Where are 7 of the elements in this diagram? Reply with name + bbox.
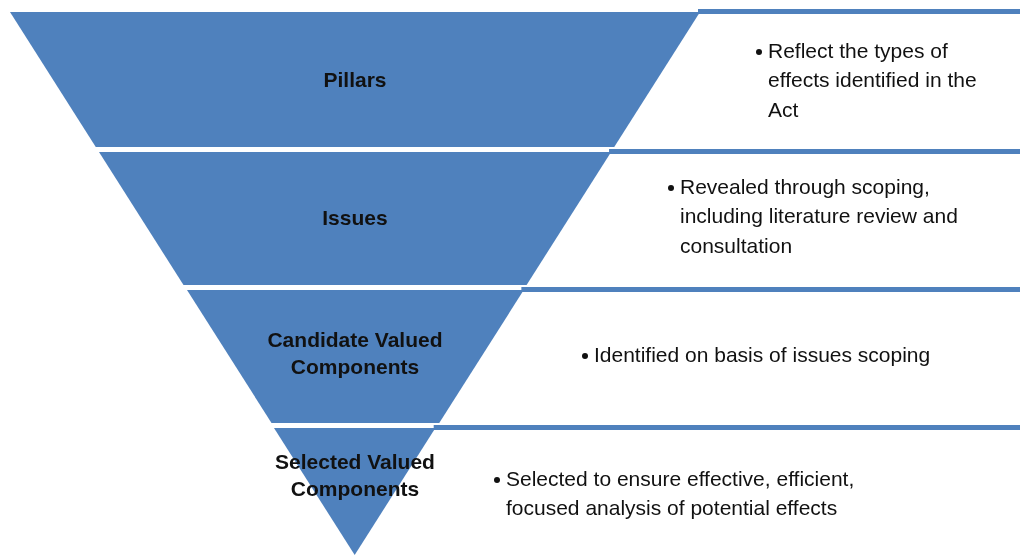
tier-label: Pillars bbox=[322, 67, 388, 93]
tier-label: Candidate Valued Components bbox=[266, 327, 444, 381]
description-text: Revealed through scoping, including literature review and consultation bbox=[680, 174, 959, 259]
description-text: Reflect the types of effects identified in the Act bbox=[768, 38, 978, 123]
tier-label: Issues bbox=[321, 205, 389, 231]
description-text: Selected to ensure effective, efficient, focused analysis of potential effects bbox=[506, 466, 856, 522]
description-text: Identified on basis of issues scoping bbox=[594, 342, 932, 368]
